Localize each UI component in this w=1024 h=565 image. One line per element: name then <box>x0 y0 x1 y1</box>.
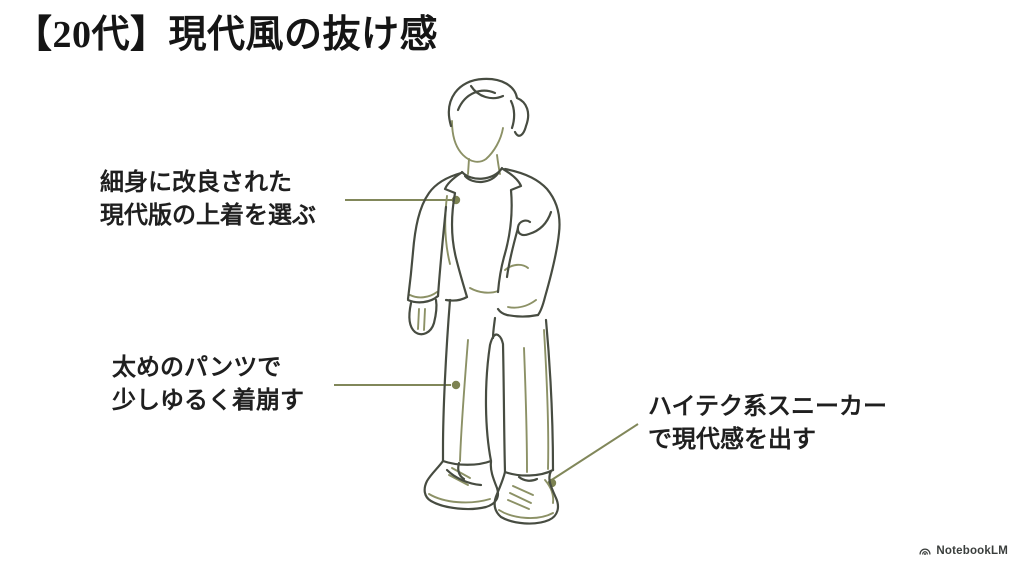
jacket-right-silhouette <box>503 167 561 317</box>
right-shoe-laces <box>507 485 534 510</box>
left-hand <box>408 298 438 336</box>
sneakers-connector-line <box>549 423 639 482</box>
left-sneaker-upper <box>445 468 483 487</box>
pants-crease-left <box>459 339 469 462</box>
right-sneaker-tongue <box>517 475 539 482</box>
pants-crease-right <box>523 347 528 473</box>
pants-annotation: 太めのパンツで 少しゆるく着崩す <box>112 351 304 417</box>
lapel-accent <box>444 195 451 265</box>
pants-right-outer <box>544 318 555 472</box>
jacket-left-hem <box>444 295 469 302</box>
pants-connector-dot <box>451 380 461 390</box>
jacket-right-hem <box>496 307 540 318</box>
jacket-left-sleeve-inner <box>436 205 448 298</box>
right-shoe-sole <box>498 509 554 519</box>
jacket-hem-accent <box>507 299 537 309</box>
notebooklm-badge: NotebookLM <box>918 544 1008 557</box>
right-forearm-thumb <box>516 210 553 237</box>
hair <box>447 77 530 137</box>
face-outline <box>451 120 504 163</box>
page-title: 【20代】現代風の抜け感 <box>14 14 439 56</box>
neck-left <box>467 158 470 175</box>
notebooklm-icon <box>919 548 931 555</box>
pants-fly <box>491 316 497 340</box>
right-shoe-heel <box>544 479 555 504</box>
pants-right-inner <box>496 333 507 474</box>
jacket-annotation-line-2: 現代版の上着を選ぶ <box>100 202 316 229</box>
sneakers-annotation-line-1: ハイテク系スニーカー <box>648 393 888 420</box>
figure-accent-lines <box>409 120 555 519</box>
left-sneaker-tongue <box>457 461 466 481</box>
jacket-left-sleeve-outer <box>406 171 463 301</box>
pants-annotation-line-2: 少しゆるく着崩す <box>112 387 304 414</box>
pants-left-inner <box>484 333 500 463</box>
pants-left-cuff <box>441 459 493 466</box>
sneakers-annotation: ハイテク系スニーカー で現代感を出す <box>648 390 887 456</box>
annotation-connectors <box>334 195 639 488</box>
hand-fingers <box>417 308 426 331</box>
right-sneaker <box>493 469 560 525</box>
pants-left-outer <box>441 298 452 463</box>
figure-dark-lines <box>406 77 561 525</box>
hair-strand-2 <box>469 84 505 100</box>
pants-annotation-line-1: 太めのパンツで <box>112 354 282 381</box>
left-sneaker <box>423 459 500 511</box>
hair-strand-1 <box>456 89 497 112</box>
jacket-annotation: 細身に改良された 現代版の上着を選ぶ <box>100 166 316 232</box>
left-shoe-laces <box>448 467 471 486</box>
pocket-detail <box>504 263 529 271</box>
hair-strand-3 <box>509 99 516 130</box>
jacket-lapel-left <box>443 171 469 299</box>
cuff-accent <box>409 291 438 299</box>
tshirt-collar-inner <box>463 170 501 183</box>
pants-side-seam <box>543 329 550 470</box>
tshirt-collar <box>460 166 504 180</box>
right-hand-into-pocket <box>505 226 520 279</box>
jacket-annotation-line-1: 細身に改良された <box>100 169 292 196</box>
tshirt-hem <box>469 287 499 294</box>
pants-right-cuff <box>503 468 555 477</box>
jacket-lapel-right <box>496 167 523 294</box>
notebooklm-label: NotebookLM <box>936 544 1008 557</box>
sneakers-annotation-line-2: で現代感を出す <box>648 426 816 453</box>
jacket-left-cuff <box>406 294 440 304</box>
left-shoe-sole <box>428 493 491 504</box>
